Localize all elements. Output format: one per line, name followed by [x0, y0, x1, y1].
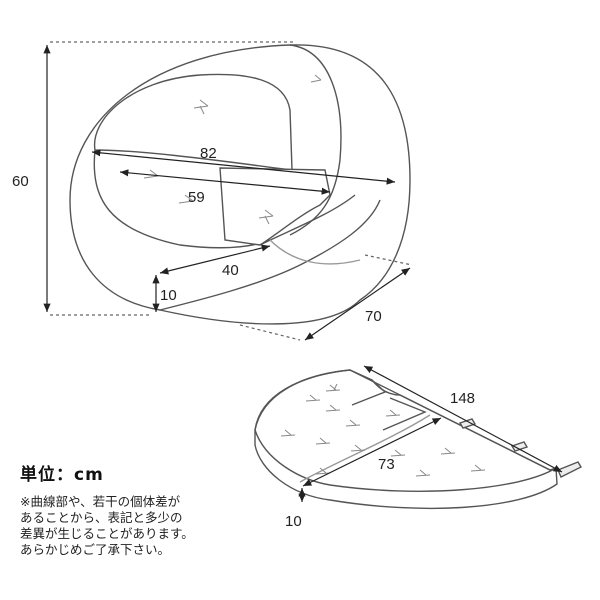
chair-height-label: 60 [12, 173, 29, 190]
note-line: 差異が生じることがあります。 [20, 526, 194, 541]
disclaimer-note: ※曲線部や、若干の個体差が あることから、表記と多少の 差異が生じることがありま… [20, 494, 260, 558]
note-line: ※曲線部や、若干の個体差が [20, 494, 181, 509]
chair-outer-width-label: 82 [200, 145, 217, 162]
cushion-width-label: 73 [378, 456, 395, 473]
unit-label: 単位：cm [20, 465, 104, 485]
cushion-length-label: 148 [450, 390, 475, 407]
chair-seat-depth-label: 40 [222, 262, 239, 279]
chair-seat-height-label: 10 [160, 287, 177, 304]
cushion-thickness-label: 10 [285, 513, 302, 530]
note-line: あらかじめご了承下さい。 [20, 542, 171, 557]
cushion-dimension-lines [298, 365, 563, 502]
note-line: あることから、表記と多少の [20, 510, 183, 525]
chair-dimension-lines [43, 41, 413, 341]
chair-inner-width-label: 59 [188, 189, 205, 206]
bead-chair-illustration [69, 44, 411, 325]
chair-depth-label: 70 [365, 308, 382, 325]
flat-cushion-illustration [254, 369, 582, 510]
